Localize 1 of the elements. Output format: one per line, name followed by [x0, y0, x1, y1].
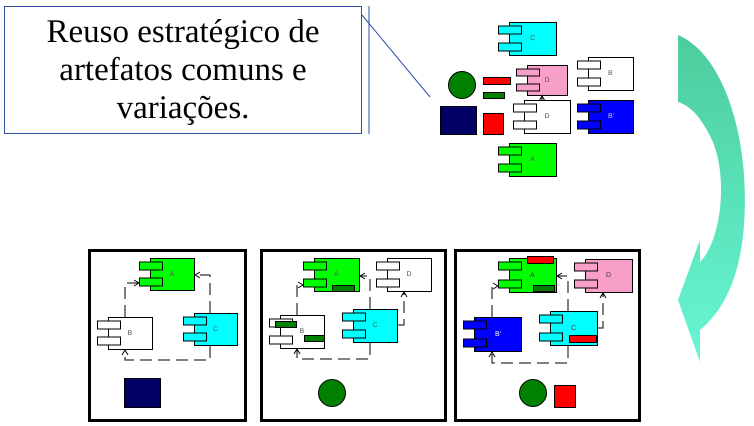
- title-text: Reuso estratégico de artefatos comuns e variações.: [45, 13, 321, 127]
